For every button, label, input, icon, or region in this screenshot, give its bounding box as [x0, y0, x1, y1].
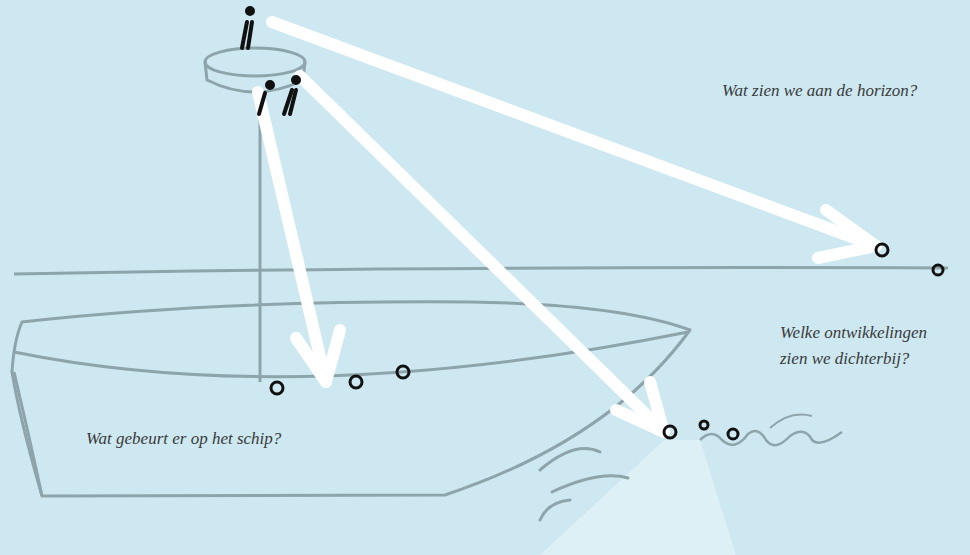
wave-scribble [700, 431, 842, 445]
question-label: Welke ontwikkelingen zien we dichterbij? [780, 320, 955, 372]
crows-nest [205, 48, 305, 92]
mast [259, 92, 262, 382]
ship-hull [12, 302, 690, 496]
question-label: Wat gebeurt er op het schip? [86, 426, 366, 452]
light-beam [540, 440, 736, 555]
question-label: Wat zien we aan de horizon? [722, 78, 967, 104]
wave-scribble [770, 415, 812, 429]
horizon-line [14, 268, 948, 274]
bow-wave [540, 449, 628, 520]
observer-figures [242, 8, 299, 114]
